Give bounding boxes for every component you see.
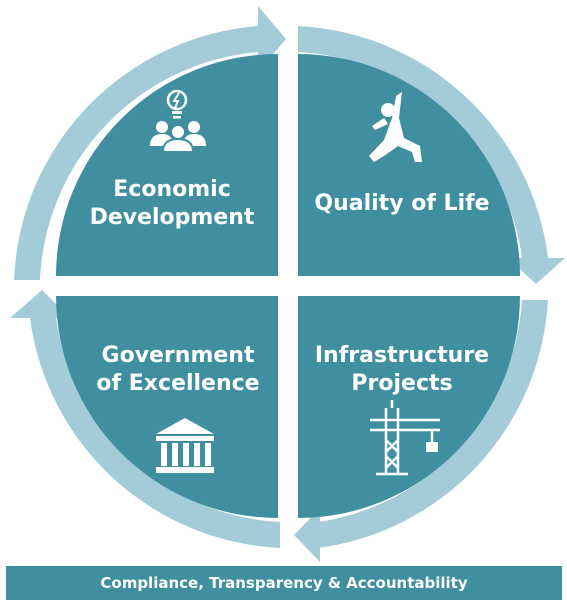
quadrant-infrastructure-projects <box>298 296 520 518</box>
crane-icon <box>370 400 440 476</box>
arrow-head-left <box>10 290 70 318</box>
quadrants <box>56 54 520 518</box>
footer-banner: Compliance, Transparency & Accountabilit… <box>6 566 562 600</box>
quadrant-title-infrastructure-line1: Infrastructure <box>315 343 489 368</box>
quadrant-title-government-line1: Government <box>102 343 255 368</box>
arc-bottom-left <box>30 318 280 548</box>
quadrant-quality-of-life <box>298 54 520 276</box>
quadrant-title-quality-of-life: Quality of Life <box>314 191 489 216</box>
footer-text: Compliance, Transparency & Accountabilit… <box>100 574 468 592</box>
quadrant-title-government-line2: of Excellence <box>96 371 259 396</box>
quadrant-title-economic-line1: Economic <box>113 177 230 202</box>
quadrant-title-infrastructure-line2: Projects <box>351 371 452 396</box>
arrow-head-right <box>508 258 565 284</box>
quadrant-government-of-excellence <box>56 296 278 518</box>
government-building-icon <box>156 418 214 473</box>
people-idea-icon <box>150 89 206 153</box>
arc-top-right <box>298 26 548 258</box>
arrow-head-bottom <box>294 508 320 562</box>
arc-bottom-right <box>318 300 548 548</box>
cycle-ring <box>10 6 565 562</box>
quadrant-title-economic-line2: Development <box>90 205 255 230</box>
quadrant-economic-development <box>56 54 278 276</box>
arc-top-left <box>14 26 258 280</box>
yoga-person-icon <box>369 92 422 162</box>
